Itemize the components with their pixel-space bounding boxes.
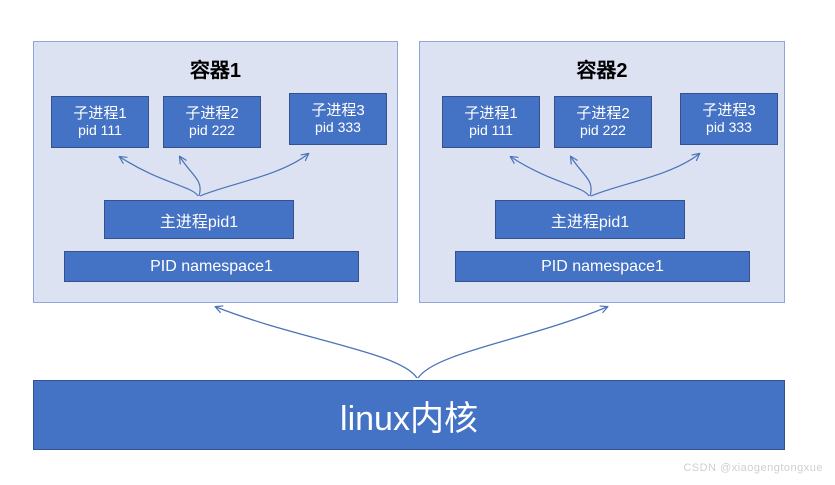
linux-kernel-bar[interactable]: linux内核 — [33, 380, 785, 450]
arrow-kernel-to-container-1 — [214, 305, 418, 379]
main-process-box-2[interactable]: 主进程pid1 — [495, 200, 685, 239]
child-process-name: 子进程1 — [464, 105, 518, 123]
child-process-pid: pid 222 — [189, 121, 235, 138]
child-process-name: 子进程2 — [576, 105, 630, 123]
container-title-1: 容器1 — [189, 60, 242, 82]
pid-namespace-bar-2[interactable]: PID namespace1 — [455, 251, 750, 282]
child-process-pid: pid 111 — [469, 121, 513, 138]
container-title-2: 容器2 — [576, 60, 628, 82]
pid-namespace-bar-1[interactable]: PID namespace1 — [64, 251, 359, 282]
child-process-name: 子进程2 — [185, 105, 239, 123]
container-box-1[interactable]: 容器1 子进程1 pid 111 子进程2 pid 222 子进程3 pid 3… — [33, 41, 398, 303]
child-process-pid: pid 222 — [580, 121, 626, 138]
child-process-pid: pid 333 — [315, 118, 361, 135]
main-process-box-1[interactable]: 主进程pid1 — [104, 200, 294, 239]
csdn-watermark: CSDN @xiaogengtongxue — [683, 462, 823, 474]
child-process-pid: pid 333 — [706, 118, 752, 135]
child-process-box-2-1[interactable]: 子进程1 pid 111 — [442, 96, 540, 148]
child-process-name: 子进程1 — [73, 105, 127, 123]
arrow-kernel-to-container-2 — [417, 305, 609, 379]
child-process-box-1-3[interactable]: 子进程3 pid 333 — [289, 93, 387, 145]
child-process-pid: pid 111 — [78, 121, 122, 138]
kernel-to-container-arrows — [214, 305, 609, 379]
child-process-box-1-2[interactable]: 子进程2 pid 222 — [163, 96, 261, 148]
child-process-box-2-3[interactable]: 子进程3 pid 333 — [680, 93, 778, 145]
child-process-box-1-1[interactable]: 子进程1 pid 111 — [51, 96, 149, 148]
child-process-box-2-2[interactable]: 子进程2 pid 222 — [554, 96, 652, 148]
container-box-2[interactable]: 容器2 子进程1 pid 111 子进程2 pid 222 子进程3 pid 3… — [419, 41, 785, 303]
child-process-name: 子进程3 — [702, 102, 756, 120]
child-process-name: 子进程3 — [311, 102, 365, 120]
